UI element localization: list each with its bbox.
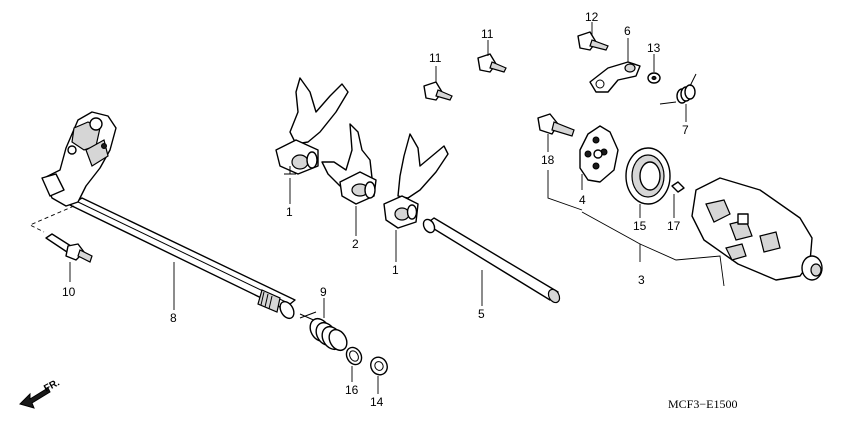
callout-13: 13 — [647, 41, 661, 55]
callout-3: 3 — [638, 273, 645, 287]
callout-2: 2 — [352, 237, 359, 251]
callout-9: 9 — [320, 285, 327, 299]
callout-11-right: 11 — [481, 27, 494, 41]
bolt-12 — [577, 31, 609, 51]
callout-18: 18 — [541, 153, 555, 167]
callout-labels: 1 1 2 3 4 5 6 7 8 9 10 11 11 12 13 14 15… — [62, 10, 689, 409]
callout-10: 10 — [62, 285, 76, 299]
gearshift-spindle — [28, 111, 296, 320]
callout-14: 14 — [370, 395, 384, 409]
callout-1-left: 1 — [286, 205, 293, 219]
bolt-11-left — [423, 81, 453, 101]
front-direction-arrow — [19, 387, 51, 409]
washer-14 — [370, 356, 388, 376]
stopper-arm — [589, 61, 641, 93]
callout-8: 8 — [170, 311, 177, 325]
shift-fork-center — [321, 123, 377, 205]
callout-1-right: 1 — [392, 263, 399, 277]
fork-shaft — [422, 217, 561, 304]
return-spring — [299, 311, 348, 352]
callout-5: 5 — [478, 307, 485, 321]
stopper-spring — [659, 73, 697, 105]
callout-12: 12 — [585, 10, 599, 24]
callout-4: 4 — [579, 193, 586, 207]
callout-11-left: 11 — [429, 51, 442, 65]
callout-16: 16 — [345, 383, 359, 397]
shift-fork-right — [383, 133, 449, 229]
circlip — [345, 346, 363, 366]
shift-drum — [691, 177, 823, 281]
bolt-11-right — [477, 53, 507, 73]
shift-fork-left — [275, 77, 349, 175]
drawing-code: MCF3−E1500 — [668, 397, 737, 411]
front-direction-label: FR. — [42, 377, 62, 394]
bolt-18 — [537, 113, 575, 137]
shift-drum-center — [579, 125, 619, 183]
bearing — [625, 147, 671, 205]
pin-bolt — [45, 233, 93, 263]
callout-17: 17 — [667, 219, 681, 233]
callout-6: 6 — [624, 24, 631, 38]
callout-15: 15 — [633, 219, 647, 233]
washer-13 — [647, 72, 661, 84]
callout-7: 7 — [682, 123, 689, 137]
dowel-pin — [671, 181, 685, 193]
leader-lines — [69, 22, 725, 394]
